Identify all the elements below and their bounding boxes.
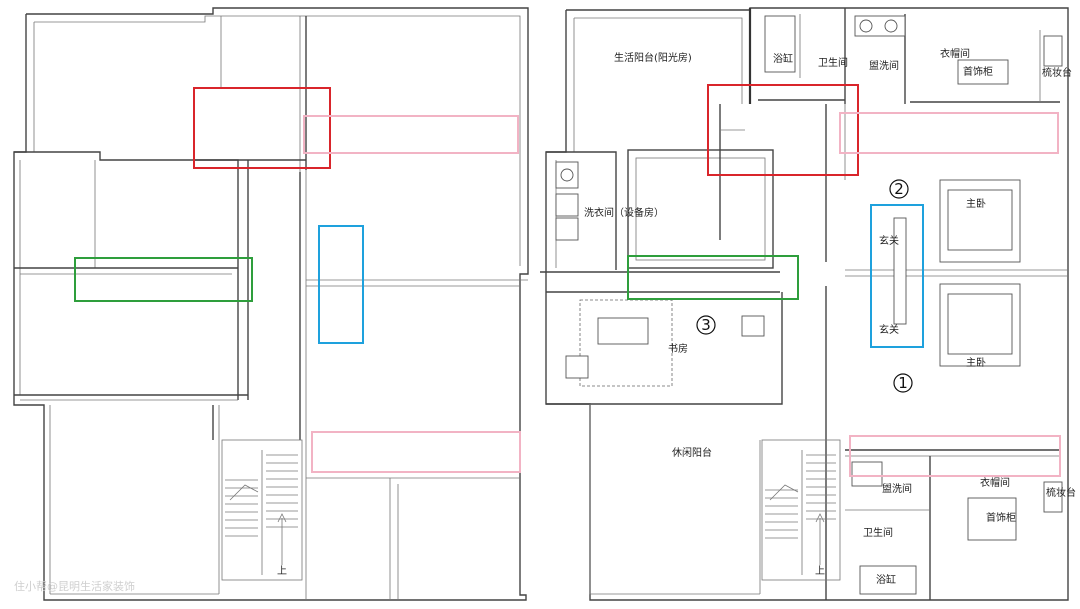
green-highlight-box-renovated: [627, 255, 799, 300]
label-jewelry-top: 首饰柜: [963, 65, 993, 78]
label-life-balcony: 生活阳台(阳光房): [614, 51, 692, 64]
renovated-stairs-up-label: 上: [815, 565, 825, 577]
red-highlight-box-renovated: [707, 84, 859, 176]
pink-highlight-box-original-bottom: [311, 431, 521, 473]
marker-circle-2: [889, 179, 909, 199]
label-laundry: 洗衣间（设备房）: [584, 206, 664, 219]
renovated-floor-plan: 上 生活阳台(阳光房) 浴缸 卫生间 盥洗间 衣帽间 首饰柜 梳妆台 洗衣间（设…: [540, 7, 1076, 601]
blue-highlight-box-original: [318, 225, 364, 344]
label-bath-bottom: 卫生间: [863, 526, 893, 539]
room-labels: 生活阳台(阳光房) 浴缸 卫生间 盥洗间 衣帽间 首饰柜 梳妆台 洗衣间（设备房…: [584, 47, 1076, 586]
pink-highlight-box-renovated-top: [839, 112, 1059, 154]
label-vanity-top: 梳妆台: [1042, 66, 1072, 79]
label-bathtub-bottom: 浴缸: [876, 573, 896, 586]
marker-2: 2: [894, 180, 904, 198]
label-wash-bottom: 盥洗间: [882, 482, 912, 495]
blue-highlight-box-renovated: [870, 204, 924, 348]
label-closet-top: 衣帽间: [940, 47, 970, 60]
marker-circle-1: [893, 373, 913, 393]
label-bathtub-top: 浴缸: [773, 52, 793, 65]
label-bath-top: 卫生间: [818, 56, 848, 69]
label-closet-bottom: 衣帽间: [980, 476, 1010, 489]
original-highlight-boxes: [74, 87, 521, 473]
label-leisure-balcony: 休闲阳台: [672, 446, 712, 459]
original-stairs-up-label: 上: [277, 565, 287, 577]
renovated-highlight-boxes: [627, 84, 1061, 477]
label-vanity-bottom: 梳妆台: [1046, 486, 1076, 499]
original-walls: [13, 7, 529, 601]
green-highlight-box-original: [74, 257, 253, 302]
pink-highlight-box-original-top: [303, 115, 519, 154]
red-highlight-box-original: [193, 87, 331, 169]
pink-highlight-box-renovated-bottom: [849, 435, 1061, 477]
watermark: 住小帮@昆明生活家装饰: [14, 579, 135, 593]
label-foyer-a: 玄关: [879, 234, 899, 247]
marker-3: 3: [701, 316, 711, 334]
label-wash-top: 盥洗间: [869, 59, 899, 72]
label-foyer-b: 玄关: [879, 323, 899, 336]
area-markers: 1 2 3: [696, 179, 913, 393]
label-master-b: 主卧: [966, 356, 986, 369]
original-stairs: 上: [221, 439, 303, 581]
label-study: 书房: [668, 342, 688, 355]
original-floor-plan: 上 住小帮@昆明生活家装饰: [13, 7, 529, 601]
renovated-walls: [540, 7, 1069, 601]
marker-circle-3: [696, 315, 716, 335]
label-jewelry-bottom: 首饰柜: [986, 511, 1016, 524]
marker-1: 1: [898, 374, 908, 392]
label-master-a: 主卧: [966, 197, 986, 210]
renovated-stairs: 上: [761, 439, 841, 581]
